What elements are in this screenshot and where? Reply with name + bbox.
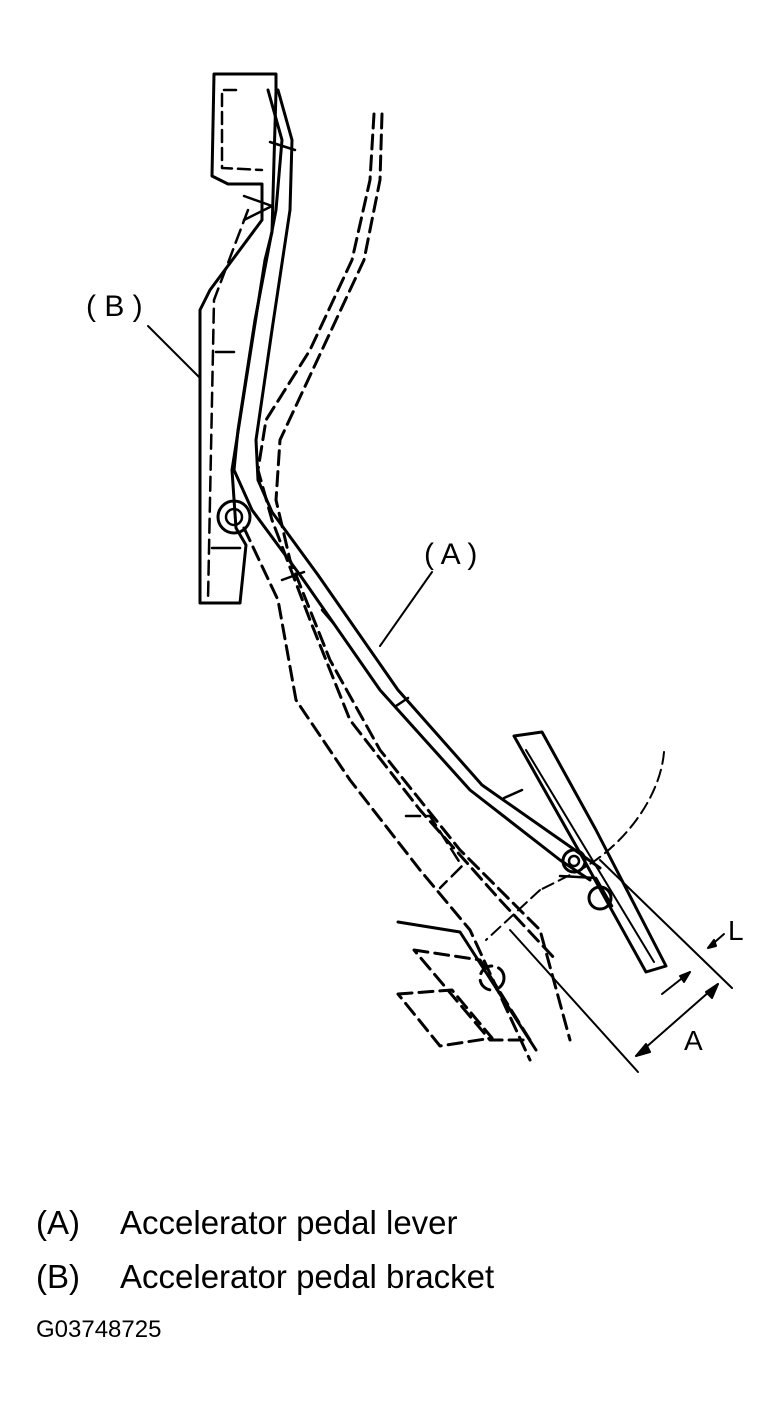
lever-alternate-position xyxy=(242,112,572,1062)
dimension-a-label: A xyxy=(684,1025,703,1056)
figure-id: G03748725 xyxy=(36,1316,162,1343)
legend-text-a: Accelerator pedal lever xyxy=(120,1204,458,1241)
legend-key-b: (B) xyxy=(36,1258,80,1295)
dimension-lines xyxy=(147,325,733,1073)
accelerator-pedal-lever xyxy=(232,88,668,974)
accelerator-pedal-bracket xyxy=(198,72,278,605)
legend-row-a: (A) Accelerator pedal lever xyxy=(36,1196,494,1250)
callout-a: ( A ) xyxy=(424,538,477,571)
legend-text-b: Accelerator pedal bracket xyxy=(120,1258,495,1295)
legend-key-a: (A) xyxy=(36,1204,80,1241)
legend: (A) Accelerator pedal lever (B) Accelera… xyxy=(36,1196,494,1304)
legend-row-b: (B) Accelerator pedal bracket xyxy=(36,1250,494,1304)
dimension-l-label: L xyxy=(728,915,744,946)
callout-b: ( B ) xyxy=(86,290,143,323)
